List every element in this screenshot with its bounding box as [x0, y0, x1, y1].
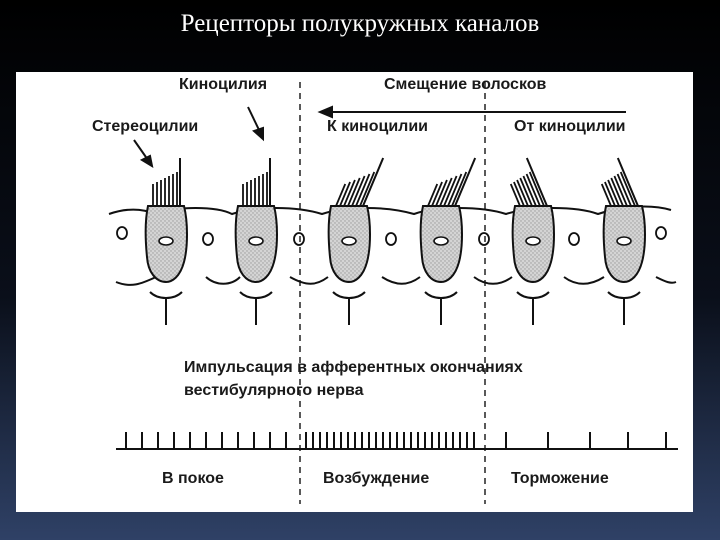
stereocilium — [431, 181, 443, 207]
stereocilium — [607, 179, 620, 207]
nucleus — [248, 236, 264, 246]
kinocilium — [616, 157, 639, 207]
displacement-arrow — [317, 105, 626, 119]
stereocilium — [343, 179, 356, 207]
bottom-membrane — [115, 276, 677, 286]
inhibition-label: Торможение — [511, 470, 609, 487]
stereocilium — [335, 183, 347, 207]
support-cells — [116, 226, 667, 246]
stereocilium — [522, 175, 537, 207]
stereocilium — [355, 173, 371, 207]
stereocilium — [427, 183, 439, 207]
top-membrane — [108, 205, 672, 216]
diagram-panel: Киноцилия Стереоцилии Смещение волосков … — [16, 72, 693, 512]
stereocilium — [604, 181, 616, 207]
nerve-ending — [607, 291, 641, 299]
stereocilium — [613, 175, 628, 207]
stereocilium — [619, 171, 636, 207]
hair-cell — [600, 157, 646, 325]
nucleus — [341, 236, 357, 246]
excitation-label: Возбуждение — [323, 470, 430, 487]
toward-kinocilium-label: К киноцилии — [327, 118, 428, 135]
rest-label: В покое — [162, 470, 224, 487]
stereocilium — [516, 179, 529, 207]
stereocilium — [347, 177, 361, 207]
stereocilium — [435, 179, 448, 207]
stereocilium — [519, 177, 533, 207]
away-from-kinocilium-label: От киноцилии — [514, 118, 626, 135]
stereocilium — [451, 171, 468, 207]
nerve-ending — [149, 291, 183, 299]
nerve-ending — [424, 291, 458, 299]
kinocilium — [454, 157, 477, 207]
hair-cell — [234, 158, 278, 325]
stereocilium — [443, 175, 458, 207]
receptor-diagram — [108, 82, 678, 504]
stereocilium — [509, 183, 521, 207]
stereocilium — [351, 175, 366, 207]
hair-cell — [419, 157, 477, 325]
nerve-ending — [516, 291, 550, 299]
hair-cell — [509, 157, 555, 325]
stereocilium — [525, 173, 541, 207]
stereocilium — [439, 177, 453, 207]
impulse-label-line2: вестибулярного нерва — [184, 382, 364, 399]
slide-title: Рецепторы полукружных каналов — [180, 10, 540, 37]
stereocilium — [616, 173, 632, 207]
stereocilium — [600, 183, 612, 207]
nucleus — [616, 236, 632, 246]
stereocilia-label: Стереоцилии — [92, 118, 199, 135]
hair-cell — [327, 157, 385, 325]
nucleus — [433, 236, 449, 246]
hair-cell — [144, 158, 188, 325]
hair-displacement-label: Смещение волосков — [384, 76, 547, 93]
nucleus — [525, 236, 541, 246]
stereocilium — [513, 181, 525, 207]
nucleus — [158, 236, 174, 246]
nerve-ending — [332, 291, 366, 299]
kinocilia-arrow — [247, 106, 264, 142]
impulse-spikes — [125, 432, 667, 449]
stereocilia-arrow — [133, 139, 154, 169]
impulse-label-line1: Импульсация в афферентных окончаниях — [184, 359, 523, 376]
nerve-ending — [239, 291, 273, 299]
kinocilium — [525, 157, 548, 207]
stereocilium — [339, 181, 351, 207]
stereocilium — [359, 171, 376, 207]
stereocilium — [610, 177, 624, 207]
stereocilium — [528, 171, 545, 207]
kinocilium — [362, 157, 385, 207]
stereocilium — [447, 173, 463, 207]
kinocilia-label: Киноцилия — [179, 76, 268, 93]
